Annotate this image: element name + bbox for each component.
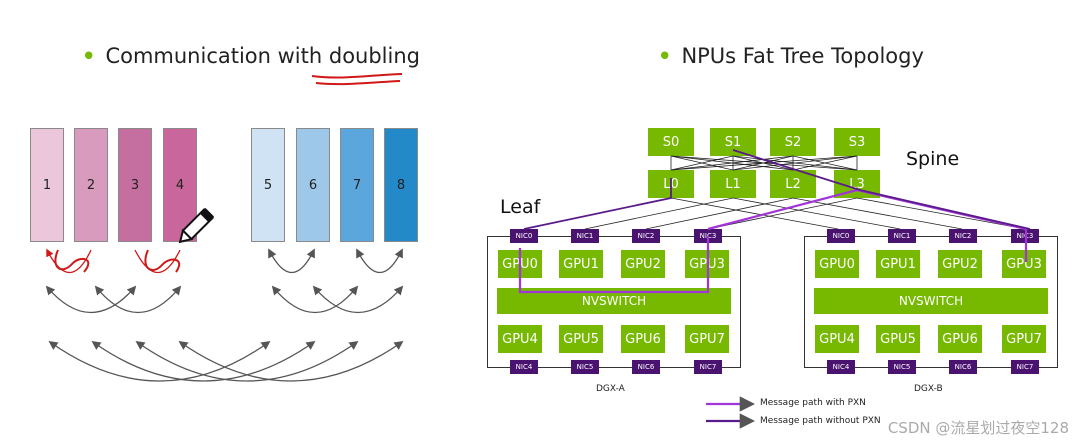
dgx_a-gpu-top-1: GPU1 [559, 250, 603, 278]
dgx-b-nvswitch: NVSWITCH [814, 288, 1048, 314]
arc-2-6 [91, 340, 316, 382]
dgx_b-nic-top-2: NIC2 [949, 229, 977, 243]
dgx_a-nic-bottom-2: NIC6 [632, 360, 660, 374]
dgx_a-nic-bottom-0: NIC4 [510, 360, 538, 374]
dgx_b-gpu-bottom-1: GPU5 [876, 325, 920, 353]
leaf-label: Leaf [500, 196, 541, 218]
spine-switch-s0: S0 [648, 128, 694, 156]
arc-3-4 [134, 249, 181, 274]
arc-group-long [48, 340, 404, 382]
arc-1-5 [48, 340, 271, 382]
legend-pxn-label: Message path with PXN [760, 398, 866, 408]
dgx-a-box [487, 236, 741, 368]
dgx_b-gpu-top-0: GPU0 [815, 250, 859, 278]
dgx_b-nic-top-1: NIC1 [888, 229, 916, 243]
arc-4-8 [178, 340, 404, 382]
dgx_b-nic-top-0: NIC0 [827, 229, 855, 243]
spine-leaf-links [670, 155, 858, 171]
dgx_a-gpu-bottom-1: GPU5 [559, 325, 603, 353]
rank-bar-5: 5 [251, 128, 285, 242]
spine-switch-s2: S2 [770, 128, 816, 156]
right-title-text: NPUs Fat Tree Topology [681, 44, 924, 68]
dgx_b-gpu-top-2: GPU2 [938, 250, 982, 278]
doubling-underline [311, 73, 403, 86]
arc-group-short [46, 248, 403, 274]
arc-2-4 [94, 285, 182, 313]
dgx_b-gpu-top-3: GPU3 [1002, 250, 1046, 278]
dgx_a-gpu-bottom-0: GPU4 [498, 325, 542, 353]
watermark: CSDN @流星划过夜空128 [887, 419, 1069, 437]
spine-switch-s3: S3 [834, 128, 880, 156]
pencil-icon [178, 207, 215, 244]
bullet-icon: • [658, 44, 672, 68]
dgx_a-nic-top-0: NIC0 [510, 229, 538, 243]
dgx-b-label: DGX-B [914, 384, 943, 394]
arc-7-8 [356, 248, 403, 274]
dgx_b-nic-bottom-0: NIC4 [827, 360, 855, 374]
arc-5-7 [271, 285, 359, 313]
red-loop-b [144, 249, 181, 273]
dgx_b-gpu-bottom-3: GPU7 [1002, 325, 1046, 353]
spine-switch-s1: S1 [710, 128, 756, 156]
dgx-a-label: DGX-A [596, 384, 625, 394]
dgx_b-nic-bottom-3: NIC7 [1011, 360, 1039, 374]
dgx_a-nic-bottom-3: NIC7 [694, 360, 722, 374]
leaf-switch-l1: L1 [710, 170, 756, 198]
dgx_a-nic-top-2: NIC2 [632, 229, 660, 243]
leaf-nic-links [523, 197, 1027, 230]
red-loop-a [54, 249, 90, 273]
dgx_a-nic-top-1: NIC1 [571, 229, 599, 243]
rank-bar-1: 1 [30, 128, 64, 242]
dgx-b-box [804, 236, 1058, 368]
arc-6-8 [312, 285, 404, 313]
arc-group-medium [45, 285, 404, 313]
rank-bar-3: 3 [118, 128, 152, 242]
left-title: • Communication with doubling [82, 44, 420, 68]
dgx_a-gpu-bottom-3: GPU7 [685, 325, 729, 353]
dgx_b-gpu-top-1: GPU1 [876, 250, 920, 278]
dgx_b-gpu-bottom-0: GPU4 [815, 325, 859, 353]
rank-bar-6: 6 [296, 128, 330, 242]
arc-1-2 [46, 248, 92, 274]
bullet-icon: • [82, 44, 96, 68]
arc-3-7 [135, 340, 359, 382]
left-title-text: Communication with doubling [105, 44, 420, 68]
arc-5-6 [268, 248, 315, 274]
dgx_b-nic-bottom-1: NIC5 [888, 360, 916, 374]
dgx_b-gpu-bottom-2: GPU6 [938, 325, 982, 353]
spine-label: Spine [906, 148, 960, 170]
dgx_a-gpu-bottom-2: GPU6 [621, 325, 665, 353]
right-title: • NPUs Fat Tree Topology [658, 44, 924, 68]
dgx_a-nic-bottom-1: NIC5 [571, 360, 599, 374]
legend-nopxn-label: Message path without PXN [760, 416, 881, 426]
arc-1-3 [45, 285, 137, 313]
path-without-pxn [523, 149, 1031, 230]
dgx_b-nic-bottom-2: NIC6 [949, 360, 977, 374]
rank-bar-7: 7 [340, 128, 374, 242]
rank-bar-8: 8 [384, 128, 418, 242]
rank-bar-2: 2 [74, 128, 108, 242]
dgx_a-gpu-top-2: GPU2 [621, 250, 665, 278]
